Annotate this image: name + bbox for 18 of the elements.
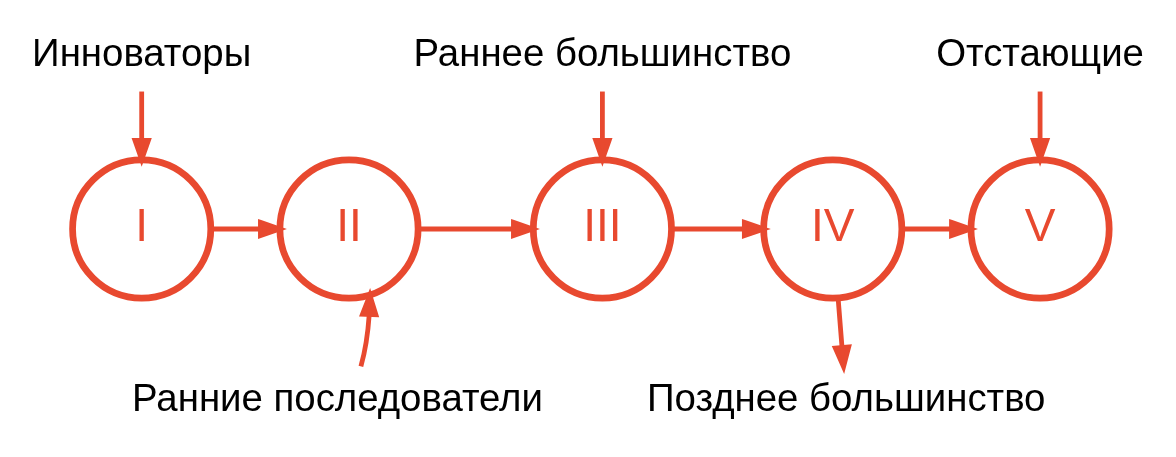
node-text: Позднее большинство: [646, 375, 1046, 419]
arrow: [671, 218, 771, 239]
node-text: Раннее большинство: [413, 30, 792, 74]
node-circle: III: [529, 156, 675, 301]
node-text: Отстающие: [936, 30, 1144, 74]
arrow: [592, 91, 613, 167]
arrow: [1029, 91, 1051, 167]
node-circle: V: [967, 156, 1113, 301]
node-text: Инноваторы: [32, 30, 252, 74]
node-text: Ранние последователи: [132, 375, 543, 419]
arrow: [131, 91, 152, 167]
arrow: [358, 287, 380, 367]
arrow: [211, 218, 287, 239]
arrow: [902, 218, 978, 239]
node-circle: II: [276, 156, 422, 301]
node-circle: I: [69, 156, 215, 301]
node-circle: IV: [760, 156, 906, 301]
arrow: [418, 218, 540, 239]
